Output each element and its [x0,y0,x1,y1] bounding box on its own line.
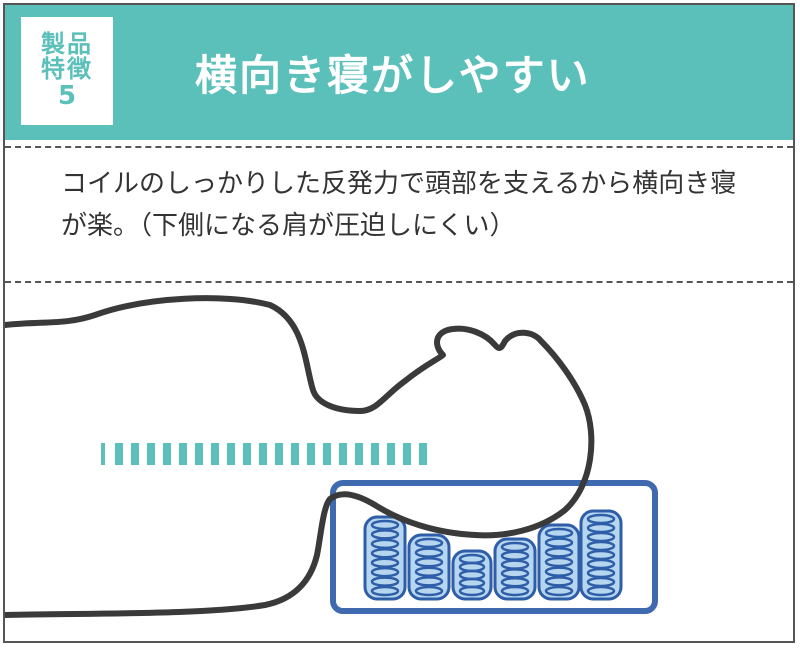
pillow-frame-icon [330,480,658,614]
coil-spring-2 [407,533,451,601]
coil-spring-icon [363,509,623,601]
feature-title: 横向き寝がしやすい [195,51,591,100]
feature-card: 製品 特徴 5 横向き寝がしやすい コイルのしっかりした反発力で頭部を支えるから… [3,3,795,643]
person-silhouette-icon [5,295,595,618]
feature-badge: 製品 特徴 5 [21,17,113,125]
divider-bottom [5,281,793,283]
badge-line-1: 製品 [41,30,93,59]
coil-spring-5 [537,523,581,601]
header-bar: 製品 特徴 5 横向き寝がしやすい [5,5,793,140]
badge-number: 5 [57,80,77,111]
coil-spring-4 [493,537,537,601]
rebound-marks-icon [101,443,427,465]
side-sleep-illustration [5,295,658,618]
coil-spring-3 [451,549,493,601]
divider-top [5,146,793,148]
badge-line-2: 特徴 [41,55,93,84]
coil-spring-1 [363,515,407,601]
coil-spring-6 [579,509,623,601]
feature-description: コイルのしっかりした反発力で頭部を支えるから横向き寝が楽。（下側になる肩が圧迫し… [61,169,737,241]
